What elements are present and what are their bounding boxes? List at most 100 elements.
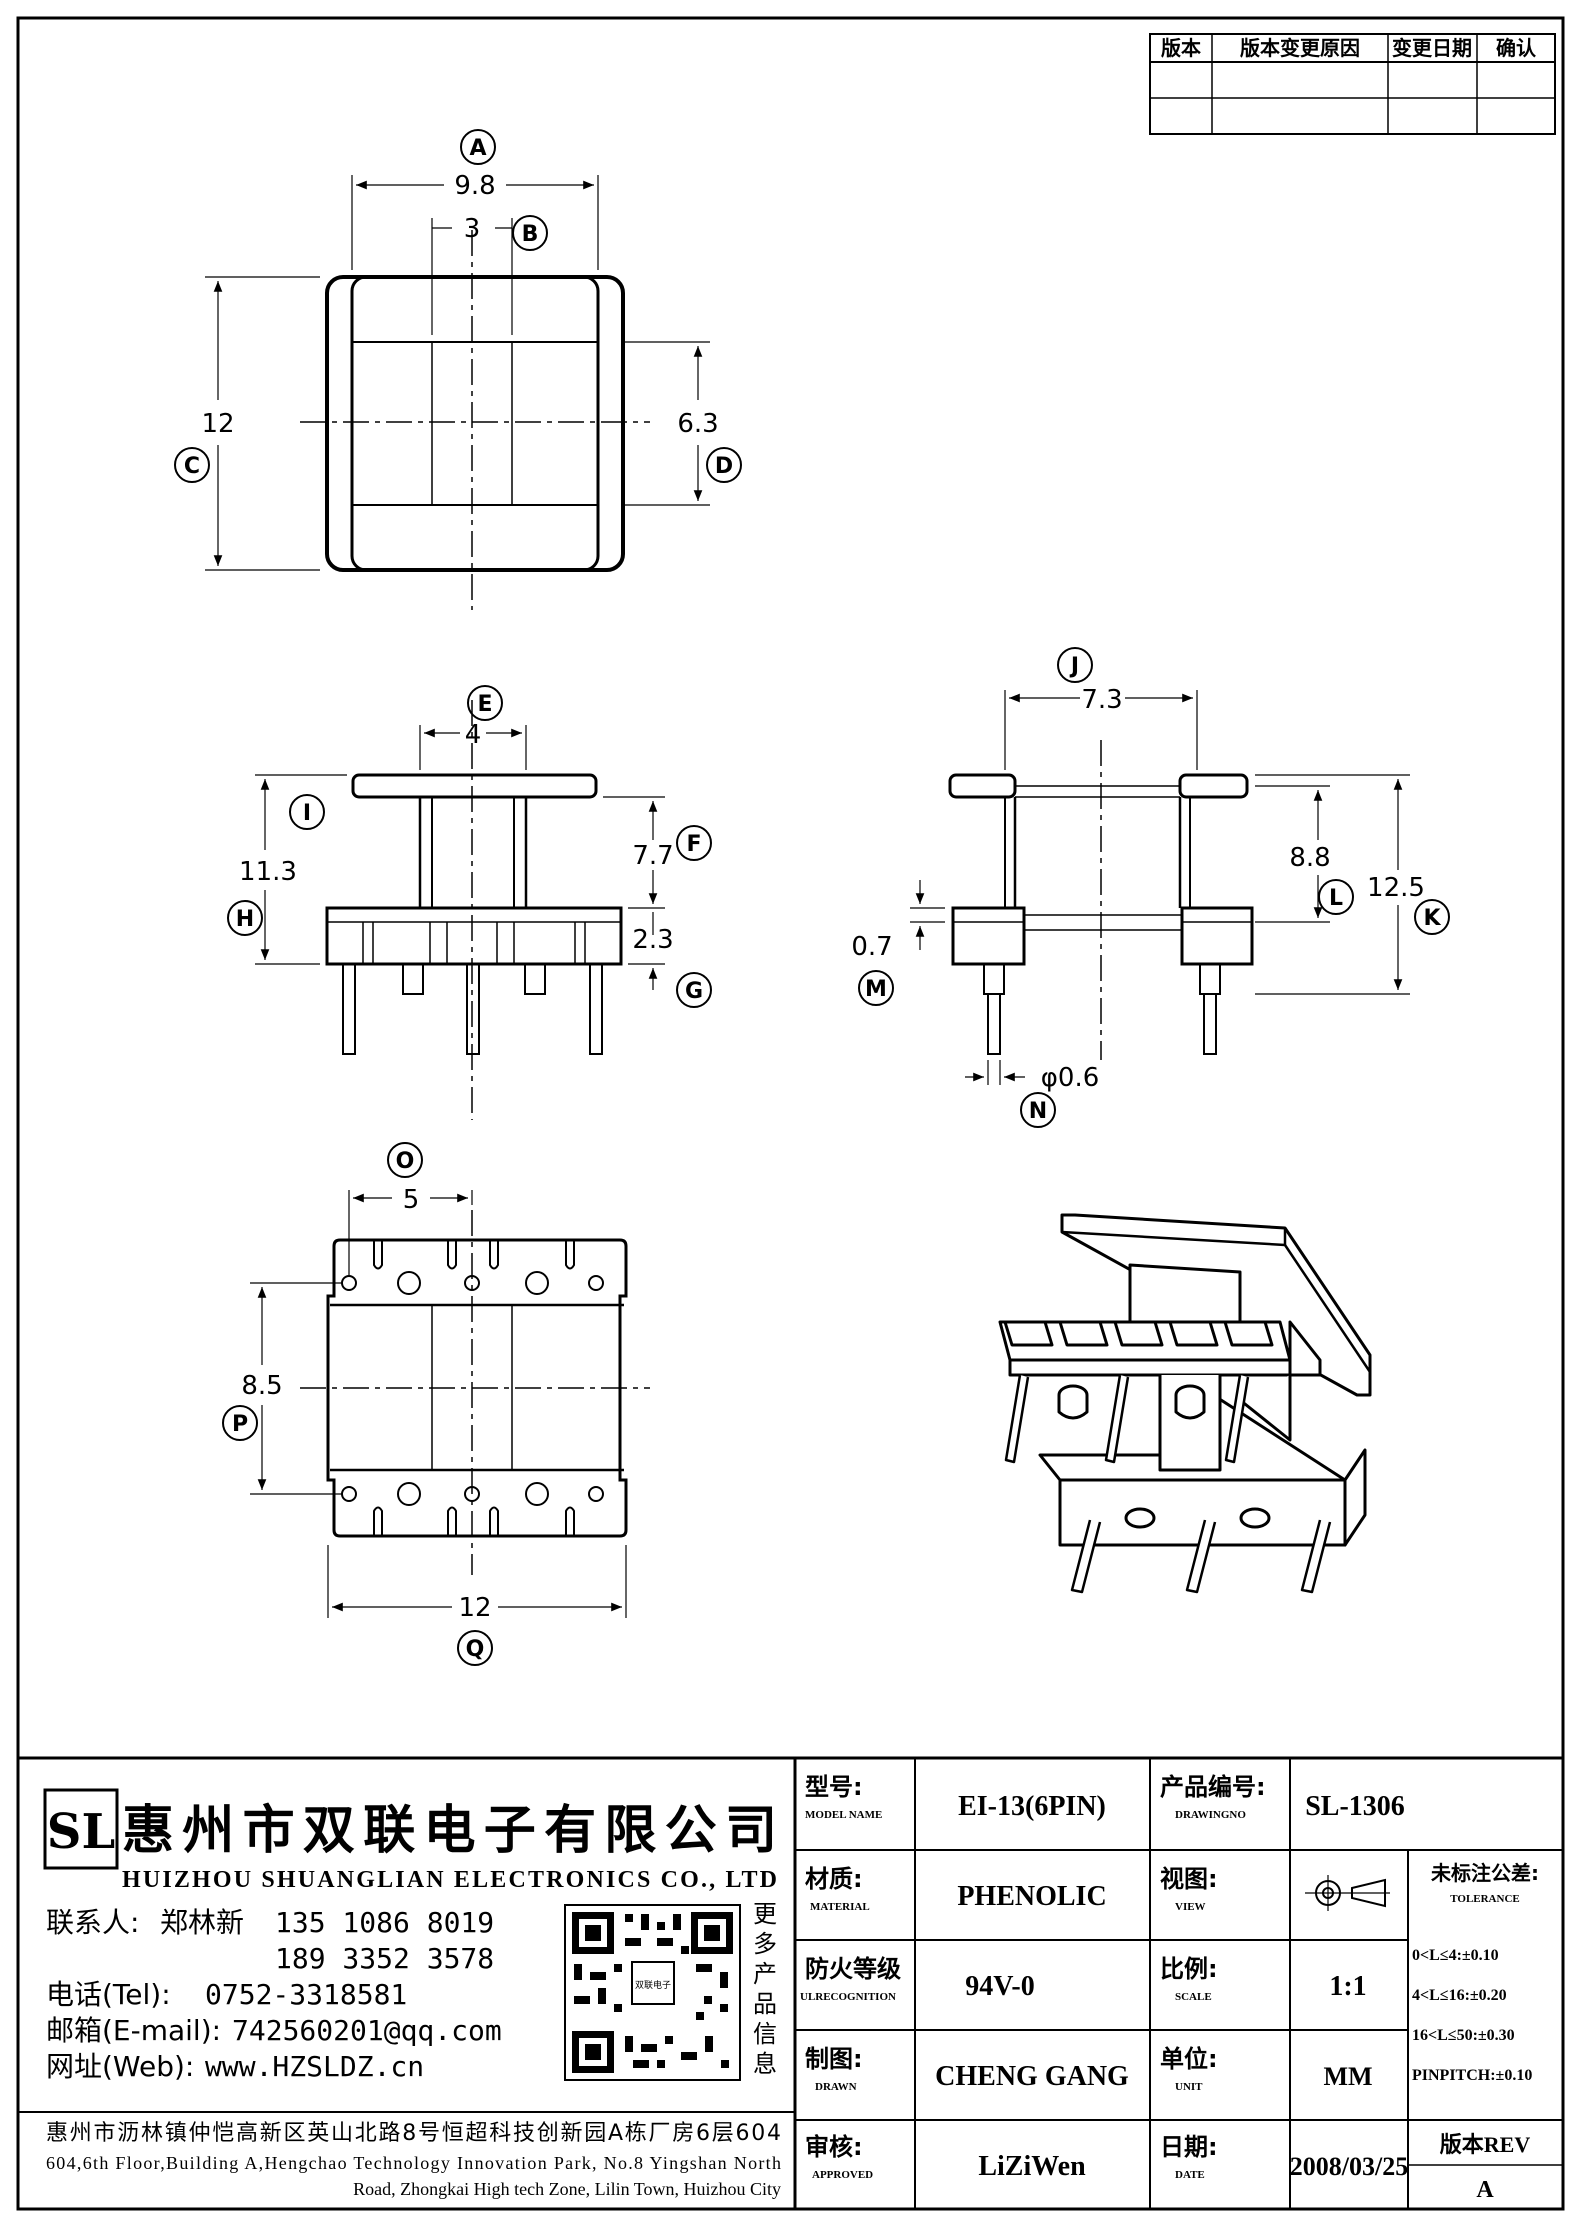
tel-value: 0752-3318581 — [205, 1978, 407, 2011]
dim-top-height: 12 — [201, 409, 234, 439]
qr-caption-char: 信 — [753, 2020, 777, 2048]
logo-letters: SL — [47, 1804, 115, 1860]
fire-value: 94V-0 — [965, 1971, 1034, 2002]
dim-front-g: 2.3 — [632, 925, 673, 955]
unit-value: MM — [1323, 2062, 1372, 2091]
qr-code: 双联电子 — [564, 1904, 741, 2081]
view-label: 视图: — [1160, 1865, 1218, 1893]
address-en-1: 604,6th Floor,Building A,Hengchao Techno… — [46, 2153, 781, 2173]
top-view — [205, 175, 710, 610]
tolerance-list: 0<L≤4:±0.10 4<L≤16:±0.20 16<L≤50:±0.30 P… — [1412, 1947, 1532, 2084]
address-en-2: Road, Zhongkai High tech Zone, Lilin Tow… — [353, 2179, 781, 2199]
fire-label: 防火等级 — [805, 1955, 901, 1983]
marker-m: M — [865, 977, 887, 1002]
front-view-markers: E F G H I — [227, 685, 712, 1008]
model-label: 型号: — [805, 1773, 863, 1801]
qr-caption-char: 息 — [753, 2050, 777, 2078]
phone-1: 135 1086 8019 — [275, 1906, 494, 1939]
drawing-no-value: SL-1306 — [1305, 1791, 1405, 1822]
marker-c: C — [184, 454, 200, 479]
title-block-labels: 型号: MODEL NAME 产品编号: DRAWINGNO 材质: MATER… — [800, 1773, 1539, 2181]
unit-label-en: UNIT — [1175, 2081, 1203, 2093]
dim-front-f: 7.7 — [632, 841, 673, 871]
dim-side-j: 7.3 — [1081, 685, 1122, 715]
drawing-label-en: DRAWINGNO — [1175, 1809, 1246, 1821]
date-value: 2008/03/25 — [1290, 2152, 1408, 2181]
dim-top-center: 3 — [464, 214, 481, 244]
contact-label: 联系人: — [46, 1906, 139, 1939]
marker-h: H — [236, 907, 254, 932]
model-value: EI-13(6PIN) — [958, 1791, 1106, 1822]
date-label: 日期: — [1160, 2133, 1218, 2161]
qr-caption-char: 产 — [753, 1960, 777, 1988]
tolerance-row: 4<L≤16:±0.20 — [1412, 1987, 1507, 2004]
dim-front-e: 4 — [465, 720, 482, 750]
rev-header-reason: 版本变更原因 — [1240, 36, 1360, 60]
material-label: 材质: — [805, 1865, 863, 1893]
contact-name: 郑林新 — [160, 1906, 244, 1939]
drawn-label: 制图: — [805, 2045, 863, 2073]
marker-k: K — [1423, 906, 1441, 931]
drawn-value: CHENG GANG — [935, 2061, 1129, 2092]
tel-label: 电话(Tel): — [46, 1978, 171, 2011]
bottom-view-markers: O P Q — [222, 1142, 493, 1666]
dim-side-l: 8.8 — [1289, 843, 1330, 873]
revision-table: 版本 版本变更原因 变更日期 确认 — [1149, 33, 1556, 135]
contact-info: 联系人: 郑林新 135 1086 8019 189 3352 3578 电话(… — [46, 1906, 502, 2083]
address-cn: 惠州市沥林镇仲恺高新区英山北路8号恒超科技创新园A栋厂房6层604 — [46, 2121, 781, 2146]
view-label-en: VIEW — [1175, 1901, 1206, 1913]
scale-label-en: SCALE — [1175, 1991, 1212, 2003]
approved-value: LiZiWen — [978, 2151, 1086, 2182]
marker-l: L — [1329, 886, 1343, 911]
marker-j: J — [1069, 654, 1079, 679]
scale-label: 比例: — [1160, 1955, 1218, 1983]
marker-e: E — [477, 692, 492, 717]
approved-label: 审核: — [805, 2133, 863, 2161]
rev-header-confirm: 确认 — [1496, 36, 1537, 60]
dim-bottom-q: 12 — [458, 1593, 491, 1623]
marker-d: D — [715, 454, 733, 479]
company-name-en: HUIZHOU SHUANGLIAN ELECTRONICS CO., LTD — [122, 1867, 777, 1893]
tolerance-label: 未标注公差: — [1431, 1861, 1539, 1885]
email-label: 邮箱(E-mail): — [46, 2014, 221, 2047]
rev-label: 版本REV — [1440, 2132, 1531, 2157]
drawn-label-en: DRAWN — [815, 2081, 857, 2093]
phone-2: 189 3352 3578 — [275, 1942, 494, 1975]
marker-a: A — [469, 136, 486, 161]
model-label-en: MODEL NAME — [805, 1809, 882, 1821]
approved-label-en: APPROVED — [812, 2169, 873, 2181]
sheet-border — [16, 16, 1565, 2211]
marker-p: P — [232, 1412, 248, 1437]
tolerance-row: 0<L≤4:±0.10 — [1412, 1947, 1499, 1964]
rev-header-version: 版本 — [1161, 36, 1201, 60]
qr-center-label: 双联电子 — [635, 1979, 671, 1991]
fire-label-en: ULRECOGNITION — [800, 1991, 896, 2003]
dim-top-width: 9.8 — [454, 171, 495, 201]
isometric-view — [998, 1213, 1372, 1594]
dim-side-k: 12.5 — [1367, 873, 1425, 903]
dim-front-h: 11.3 — [239, 857, 297, 887]
material-value: PHENOLIC — [957, 1881, 1106, 1912]
projection-symbol-icon — [1305, 1875, 1390, 1911]
marker-q: Q — [466, 1637, 485, 1662]
web-value: www.HZSLDZ.cn — [205, 2050, 424, 2083]
marker-o: O — [396, 1149, 415, 1174]
marker-b: B — [522, 222, 539, 247]
dim-bottom-o: 5 — [403, 1185, 420, 1215]
marker-n: N — [1029, 1099, 1047, 1124]
company-name-cn: 惠州市双联电子有限公司 — [122, 1800, 777, 1861]
side-view-markers: J K L M N — [858, 647, 1450, 1128]
top-view-markers: A B C D — [174, 129, 742, 483]
rev-header-date: 变更日期 — [1392, 36, 1472, 60]
dim-bottom-p: 8.5 — [241, 1371, 282, 1401]
marker-g: G — [685, 979, 703, 1004]
qr-caption-char: 多 — [753, 1930, 777, 1958]
side-view — [910, 690, 1410, 1085]
qr-caption-char: 品 — [753, 1990, 777, 2018]
email-value: 742560201@qq.com — [232, 2014, 502, 2047]
front-view — [255, 700, 665, 1120]
tolerance-row: PINPITCH:±0.10 — [1412, 2067, 1532, 2084]
dim-side-n: φ0.6 — [1041, 1063, 1100, 1093]
drawing-label: 产品编号: — [1160, 1773, 1266, 1801]
title-block-values: EI-13(6PIN) SL-1306 PHENOLIC 94V-0 1:1 C… — [935, 1791, 1530, 2203]
